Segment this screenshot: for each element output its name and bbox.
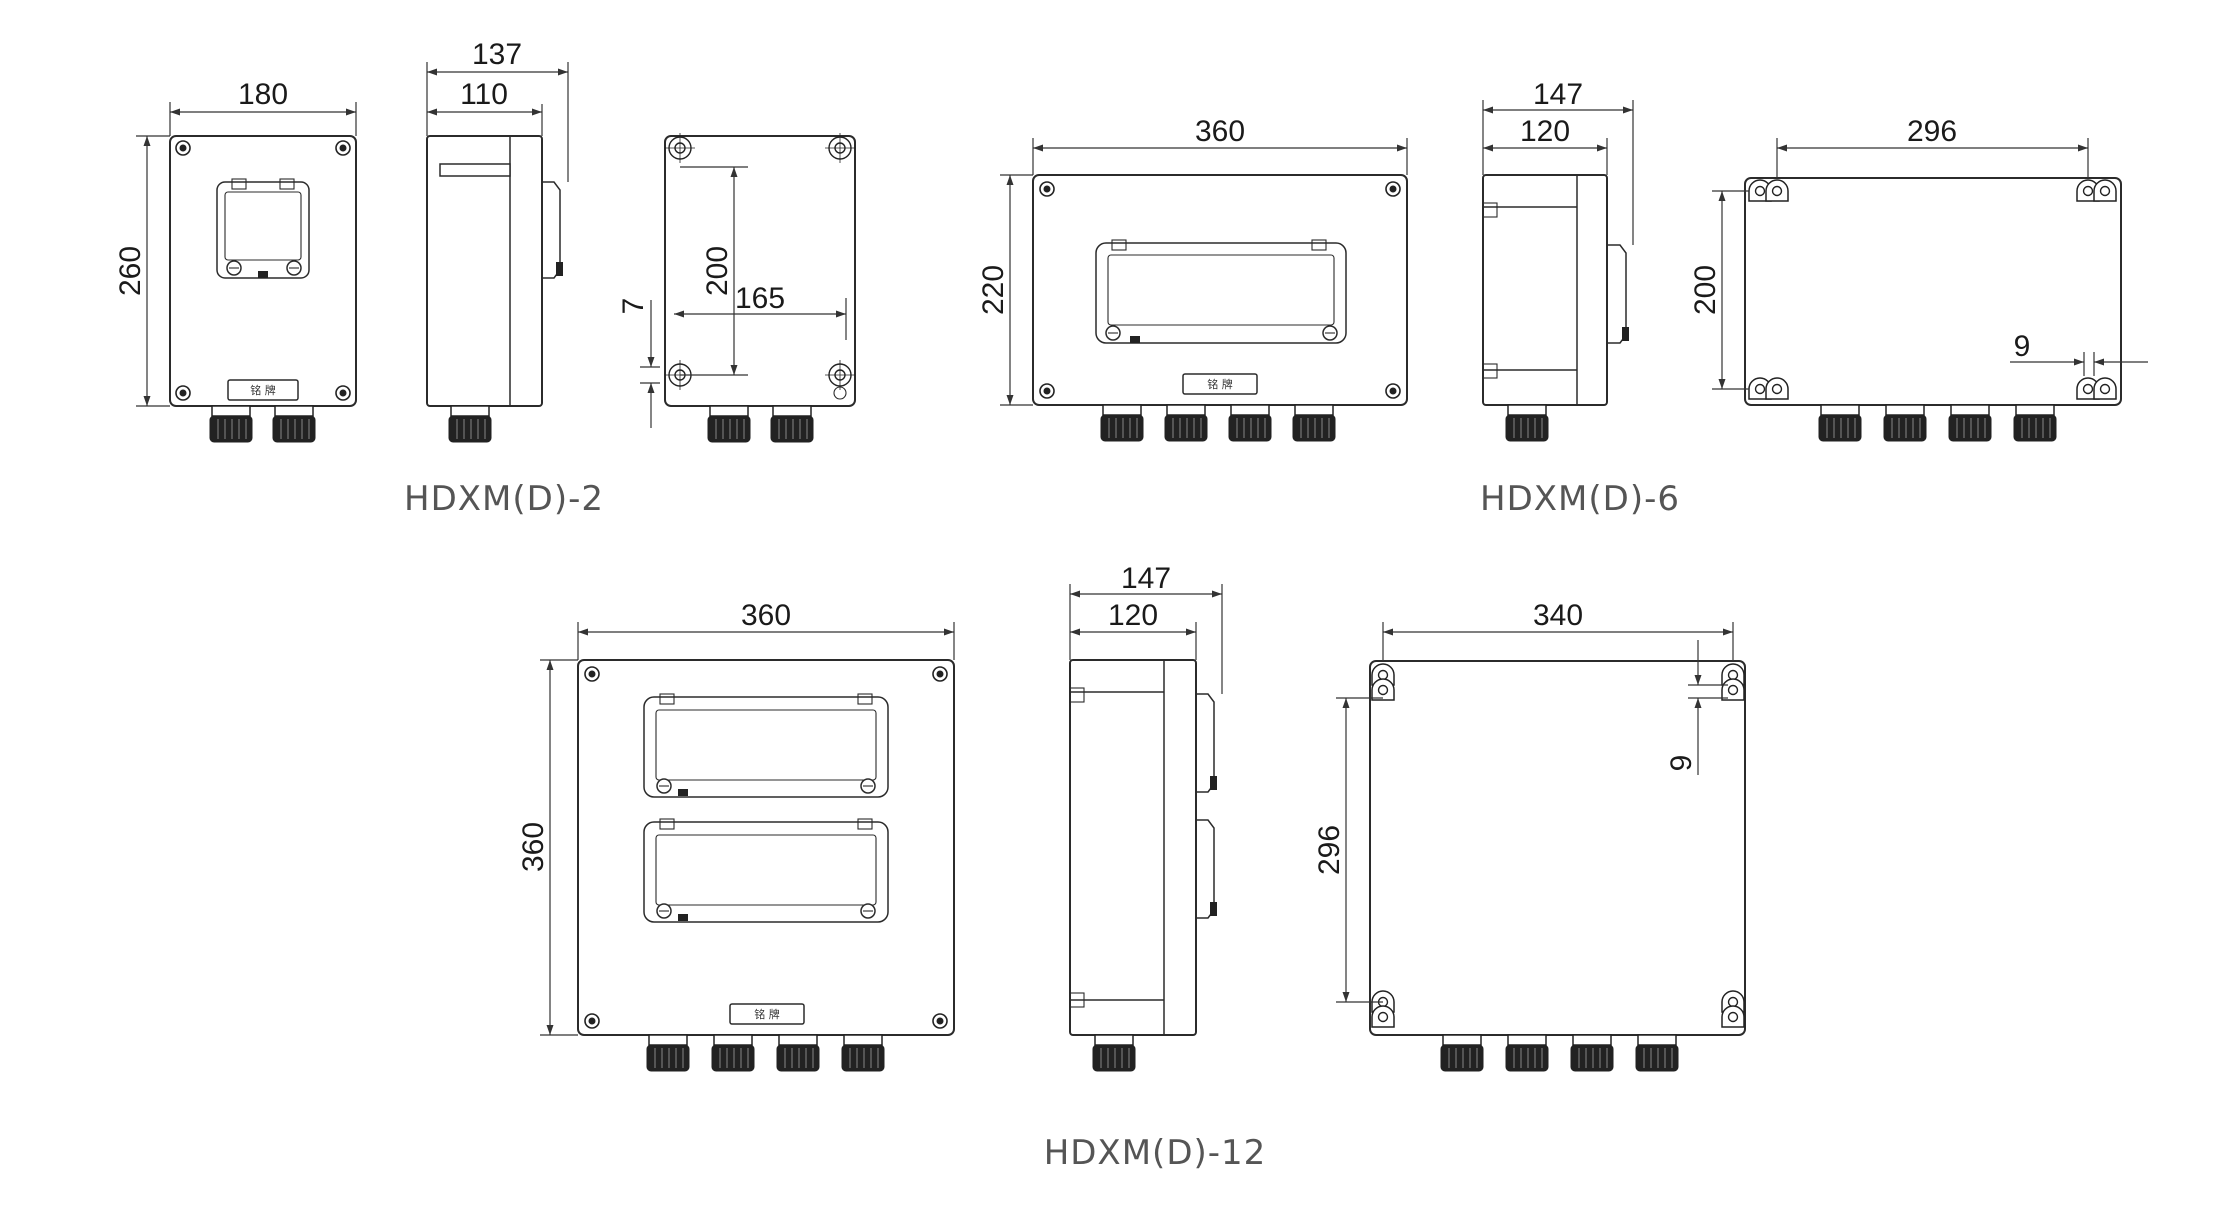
m12-hole-vertical-dim: 296 bbox=[1313, 825, 1346, 875]
m12-side-view: 147 120 bbox=[1069, 562, 1223, 1072]
m6-width-dim: 360 bbox=[1195, 115, 1245, 148]
m12-front-view: 铭 牌 360 360 bbox=[517, 599, 955, 1072]
m12-height-dim: 360 bbox=[517, 822, 550, 872]
m6-model-label: HDXM(D)-6 bbox=[1480, 479, 1680, 519]
m2-hole-vertical-dim: 200 bbox=[701, 246, 734, 296]
m6-hole-diameter-dim: 9 bbox=[2014, 330, 2031, 363]
m6-depth-body-dim: 120 bbox=[1520, 115, 1570, 148]
nameplate-label: 铭 牌 bbox=[754, 1007, 780, 1021]
m12-hole-horizontal-dim: 340 bbox=[1533, 599, 1583, 632]
m2-model-label: HDXM(D)-2 bbox=[404, 479, 604, 519]
model-hdxm-6: 铭 牌 360 220 147 120 bbox=[977, 78, 2148, 519]
m2-depth-body-dim: 110 bbox=[460, 78, 508, 111]
m12-depth-body-dim: 120 bbox=[1108, 599, 1158, 632]
nameplate-label: 铭 牌 bbox=[250, 383, 276, 397]
m6-back-view: 296 200 9 bbox=[1689, 115, 2148, 442]
model-hdxm-12: 铭 牌 360 360 147 bbox=[517, 562, 1746, 1173]
m6-front-view: 铭 牌 360 220 bbox=[977, 115, 1408, 442]
m12-hole-diameter-dim: 9 bbox=[1665, 755, 1698, 772]
m2-offset-dim: 7 bbox=[617, 298, 650, 315]
m2-front-view: 铭 牌 180 260 bbox=[114, 78, 357, 443]
m6-side-view: 147 120 bbox=[1482, 78, 1634, 442]
model-hdxm-2: 铭 牌 180 260 137 110 bbox=[114, 38, 856, 519]
m6-hole-horizontal-dim: 296 bbox=[1907, 115, 1957, 148]
m12-back-view: 340 296 9 bbox=[1313, 599, 1746, 1072]
m2-width-dim: 180 bbox=[238, 78, 288, 111]
m2-height-dim: 260 bbox=[114, 246, 147, 296]
m12-depth-total-dim: 147 bbox=[1121, 562, 1171, 595]
m12-model-label: HDXM(D)-12 bbox=[1044, 1133, 1267, 1173]
m2-back-view: 200 165 7 bbox=[617, 132, 856, 443]
nameplate-label: 铭 牌 bbox=[1207, 377, 1233, 391]
m6-height-dim: 220 bbox=[977, 265, 1010, 315]
m12-width-dim: 360 bbox=[741, 599, 791, 632]
m2-depth-total-dim: 137 bbox=[472, 38, 522, 71]
m2-hole-horizontal-dim: 165 bbox=[735, 282, 785, 315]
m2-side-view: 137 110 bbox=[426, 38, 569, 443]
m6-depth-total-dim: 147 bbox=[1533, 78, 1583, 111]
m6-hole-vertical-dim: 200 bbox=[1689, 265, 1722, 315]
